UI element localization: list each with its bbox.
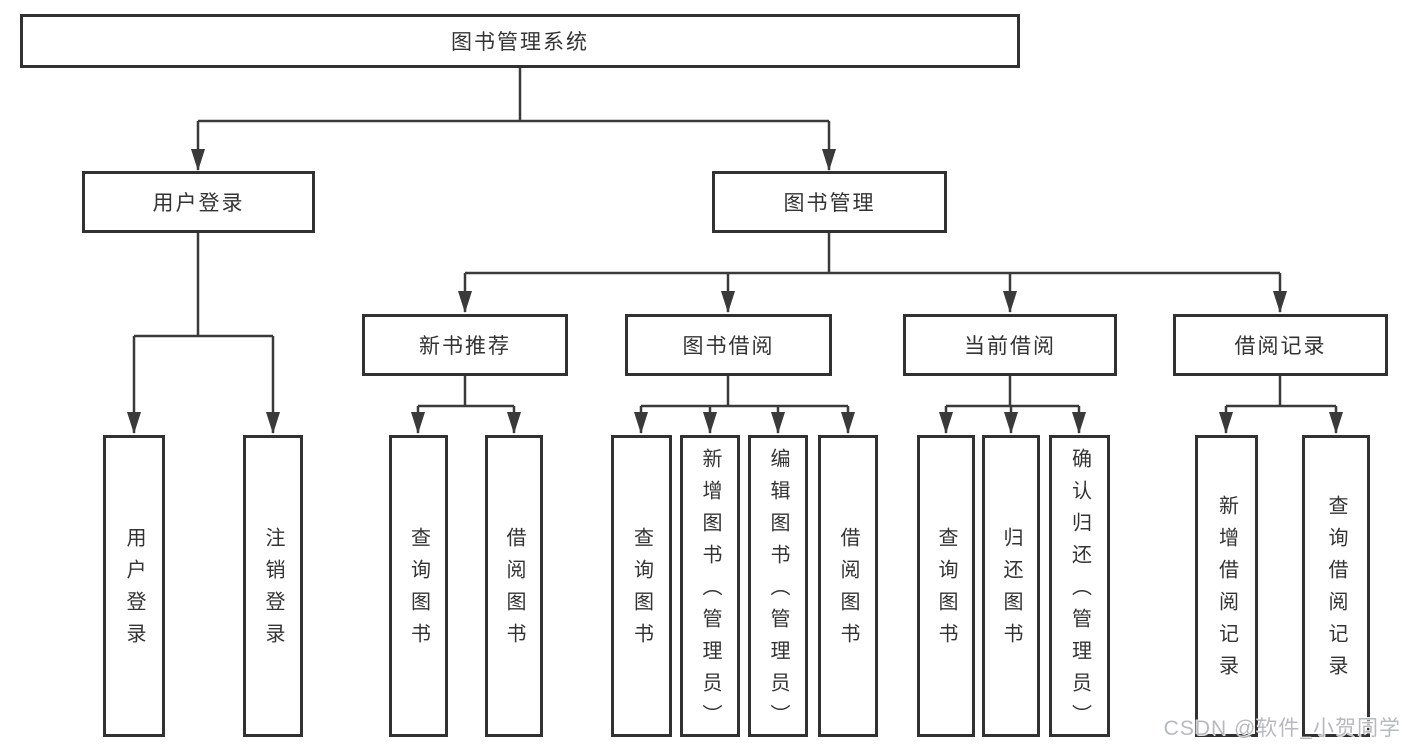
leaf-query-books: 查询图书 bbox=[917, 435, 975, 737]
leaf-query-borrow-record: 查询借阅记录 bbox=[1302, 435, 1370, 737]
leaf-query-books: 查询图书 bbox=[611, 435, 672, 737]
leaf-user-login: 用户登录 bbox=[103, 435, 165, 737]
leaf-borrow-books: 借阅图书 bbox=[818, 435, 878, 737]
node-current-borrowing: 当前借阅 bbox=[903, 314, 1117, 376]
node-root-system: 图书管理系统 bbox=[20, 14, 1020, 68]
node-user-login: 用户登录 bbox=[82, 171, 315, 233]
leaf-confirm-return-admin: 确认归还（管理员） bbox=[1049, 435, 1110, 737]
node-new-book-recommend: 新书推荐 bbox=[362, 314, 568, 376]
leaf-query-books: 查询图书 bbox=[389, 435, 448, 737]
leaf-add-borrow-record: 新增借阅记录 bbox=[1195, 435, 1258, 737]
leaf-add-books-admin: 新增图书（管理员） bbox=[680, 435, 740, 737]
node-book-management: 图书管理 bbox=[712, 171, 947, 233]
leaf-borrow-books: 借阅图书 bbox=[485, 435, 543, 737]
leaf-edit-books-admin: 编辑图书（管理员） bbox=[748, 435, 808, 737]
leaf-logout: 注销登录 bbox=[243, 435, 303, 737]
leaf-return-books: 归还图书 bbox=[982, 435, 1040, 737]
node-borrowing-records: 借阅记录 bbox=[1173, 314, 1388, 376]
node-book-borrowing: 图书借阅 bbox=[625, 314, 832, 376]
